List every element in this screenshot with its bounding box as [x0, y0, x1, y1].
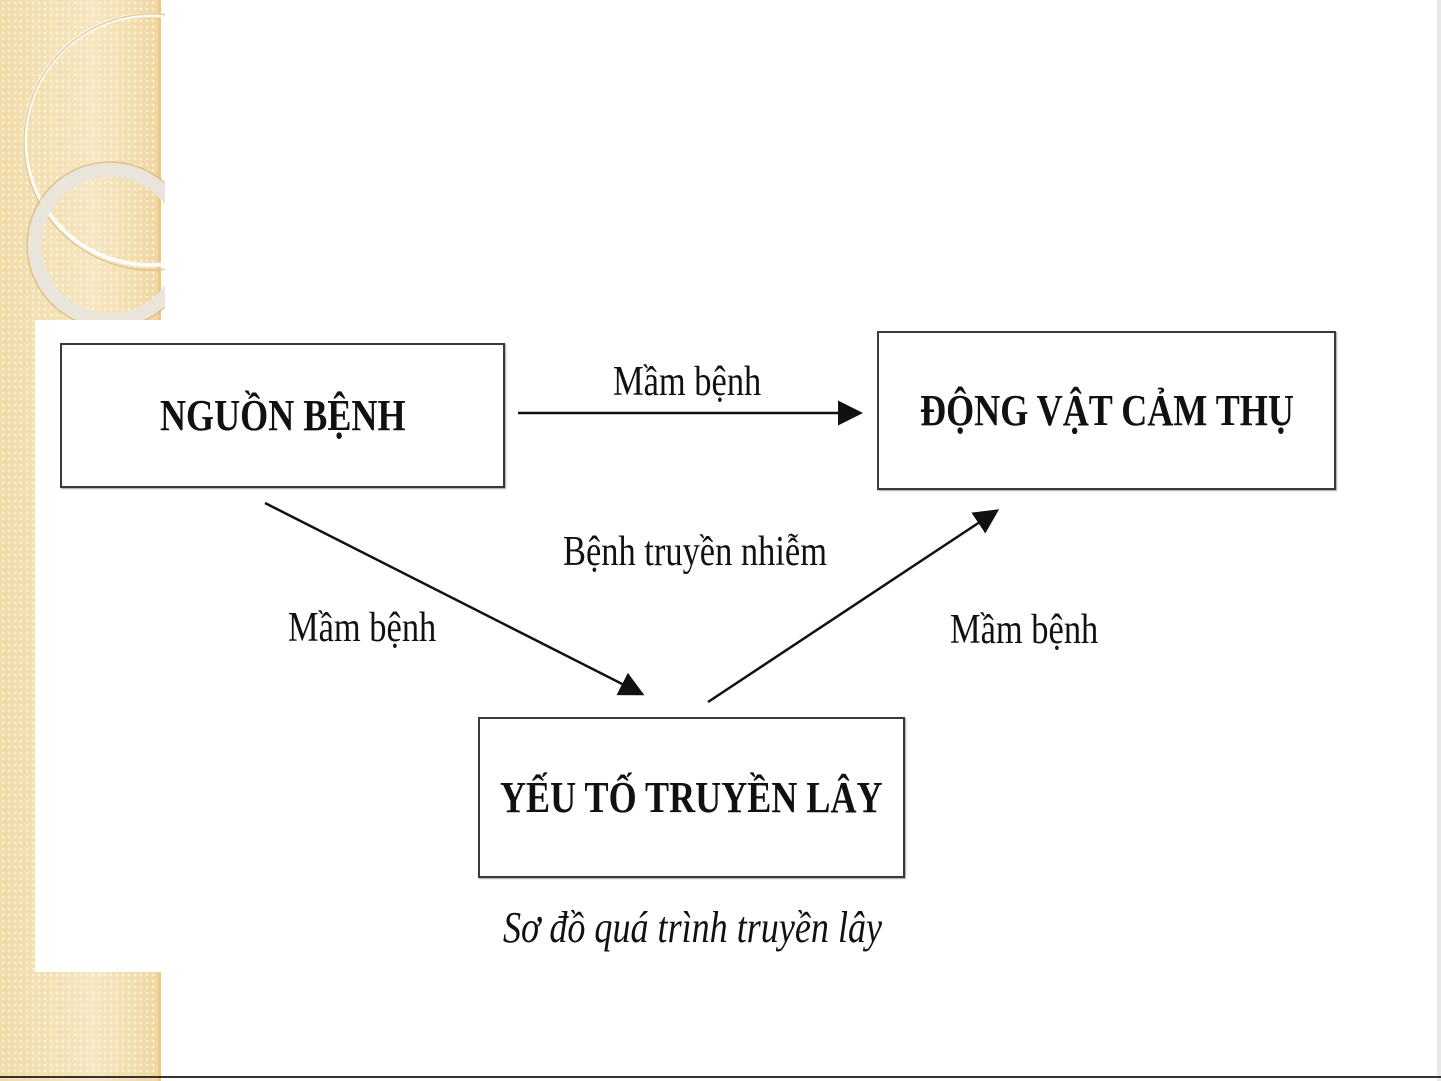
node-host-label: ĐỘNG VẬT CẢM THỤ: [920, 385, 1294, 436]
edge-label-source-to-host: Mầm bệnh: [613, 358, 761, 406]
node-source-box: NGUỒN BỆNH: [60, 343, 505, 488]
edge-label-source-to-vector: Mầm bệnh: [288, 604, 436, 652]
node-host-box: ĐỘNG VẬT CẢM THỤ: [877, 331, 1336, 490]
edge-label-vector-to-host: Mầm bệnh: [950, 606, 1098, 654]
node-source-label: NGUỒN BỆNH: [160, 390, 406, 441]
center-label: Bệnh truyền nhiễm: [563, 528, 827, 576]
diagram-caption: Sơ đồ quá trình truyền lây: [503, 902, 882, 953]
node-vector-box: YẾU TỐ TRUYỀN LÂY: [478, 717, 905, 878]
node-vector-label: YẾU TỐ TRUYỀN LÂY: [500, 772, 883, 823]
